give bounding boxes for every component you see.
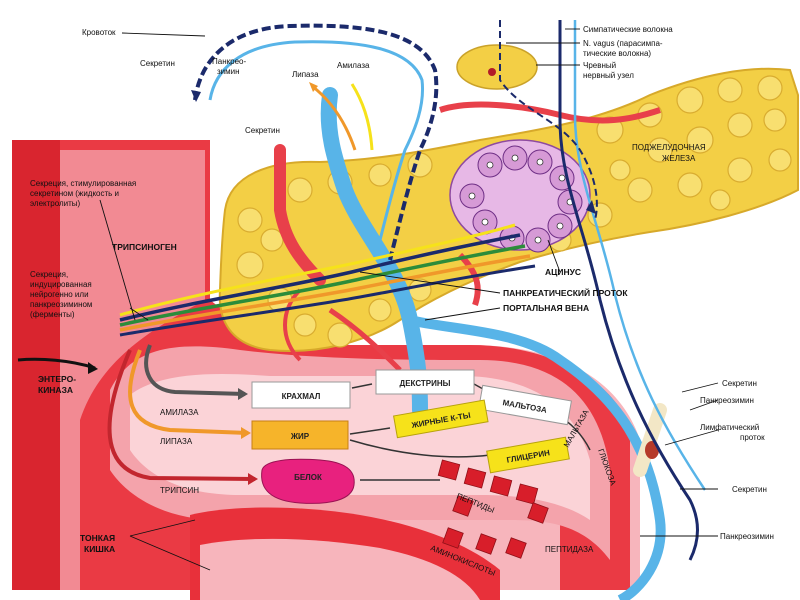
label-pancreatic-duct: ПАНКРЕАТИЧЕСКИЙ ПРОТОК (503, 287, 628, 298)
nerve-and-enzyme-tracts (119, 20, 598, 337)
protein-box: БЕЛОК (261, 458, 355, 504)
label-secretion-secretin-3: электролиты) (30, 199, 81, 208)
label-lymph-duct-2: проток (740, 433, 765, 442)
celiac-ganglion (456, 44, 538, 90)
label-vagus-1: N. vagus (парасимпа- (583, 39, 663, 48)
label-trypsin: ТРИПСИН (160, 486, 199, 495)
label-secretin-right-2: Секретин (732, 485, 767, 494)
label-lymph-duct-1: Лимфатический (700, 423, 759, 432)
label-amylase-top: Амилаза (337, 61, 370, 70)
label-pancreozymin-right-1: Панкреозимин (700, 396, 754, 405)
label-enterokinase-2: КИНАЗА (38, 385, 73, 395)
label-secretion-neural-2: индуцированная (30, 280, 92, 289)
leader-lines (99, 28, 719, 571)
label-ganglion-1: Чревный (583, 61, 616, 70)
label-secretion-neural-5: (ферменты) (30, 310, 75, 319)
fat-box: ЖИР (251, 420, 349, 450)
label-trypsinogen: ТРИПСИНОГЕН (112, 242, 177, 252)
label-vagus-2: тические волокна) (583, 49, 651, 58)
svg-text:ЖИР: ЖИР (290, 432, 310, 441)
substrate-boxes: КРАХМАЛ ДЕКСТРИНЫ МАЛЬТОЗА ЖИР ЖИРНЫЕ К-… (251, 369, 572, 504)
label-pancreozymin-top-1: Панкрео- (212, 57, 246, 66)
svg-text:КРАХМАЛ: КРАХМАЛ (282, 392, 321, 401)
label-secretion-neural-4: панкреозимином (30, 300, 92, 309)
hormone-routes (191, 20, 707, 561)
label-secretion-secretin-1: Секреция, стимулированная (30, 179, 136, 188)
starch-box: КРАХМАЛ (251, 381, 351, 409)
label-sympathetic: Симпатические волокна (583, 25, 673, 34)
label-pancreozymin-right-2: Панкреозимин (720, 532, 774, 541)
svg-text:ДЕКСТРИНЫ: ДЕКСТРИНЫ (400, 379, 451, 388)
label-portal-vein: ПОРТАЛЬНАЯ ВЕНА (503, 303, 589, 313)
dextrins-box: ДЕКСТРИНЫ (375, 369, 475, 395)
label-small-intestine-2: КИШКА (84, 544, 115, 554)
label-lipase: ЛИПАЗА (160, 437, 193, 446)
label-peptidase: ПЕПТИДАЗА (545, 545, 594, 554)
maltose-box: МАЛЬТОЗА (478, 384, 572, 426)
label-amylase: АМИЛАЗА (160, 408, 199, 417)
label-secretin-top: Секретин (140, 59, 175, 68)
label-secretion-neural-1: Секреция, (30, 270, 68, 279)
label-blood-flow: Кровоток (82, 28, 116, 37)
label-acinus: АЦИНУС (545, 267, 581, 277)
peptide-blocks (437, 459, 549, 559)
label-pancreas-2: ЖЕЛЕЗА (662, 154, 696, 163)
label-pancreas-1: ПОДЖЕЛУДОЧНАЯ (632, 143, 706, 152)
glycerol-box: ГЛИЦЕРИН (486, 436, 570, 474)
label-secretin-mid: Секретин (245, 126, 280, 135)
label-secretin-right-1: Секретин (722, 379, 757, 388)
label-secretion-secretin-2: секретином (жидкость и (30, 189, 119, 198)
enzyme-arrows (17, 344, 591, 485)
label-pancreozymin-top-2: зимин (217, 67, 240, 76)
label-enterokinase-1: ЭНТЕРО- (38, 374, 76, 384)
label-lipase-top: Липаза (292, 70, 319, 79)
fatty-acids-box: ЖИРНЫЕ К-ТЫ (393, 399, 489, 439)
svg-text:БЕЛОК: БЕЛОК (294, 473, 322, 482)
label-ganglion-2: нервный узел (583, 71, 634, 80)
label-secretion-neural-3: нейрогенно или (30, 290, 89, 299)
label-small-intestine-1: ТОНКАЯ (80, 533, 115, 543)
